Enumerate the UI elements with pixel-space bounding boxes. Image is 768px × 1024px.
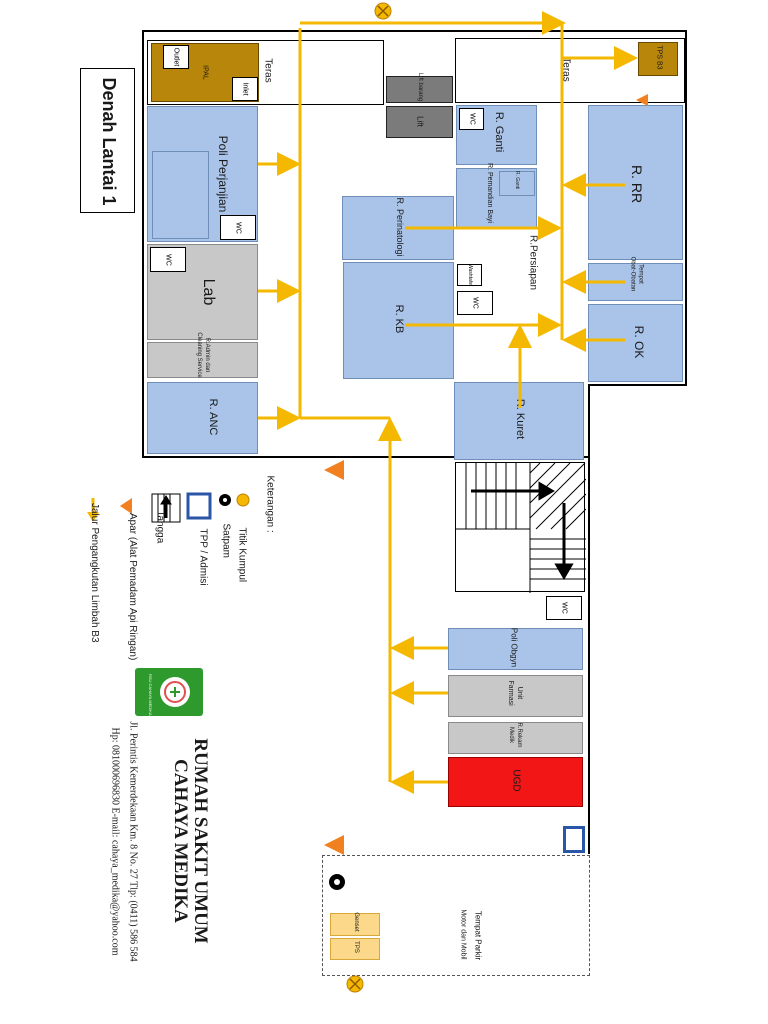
legend-icons [87,492,250,523]
r-rekam-medik: R.Rekam Medik [448,722,583,754]
poli-obgyn: Poli Obgyn [448,628,583,670]
logo-emblem-icon: RSU CAHAYA MEDIKA [148,674,190,716]
outer-wall-left [142,30,144,458]
apar-icon-bottom [324,835,344,855]
outlet-box: Outlet [163,45,189,69]
r-rr: R. RR [588,105,683,260]
r-anc: R. ANC [147,382,258,454]
assembly-point-top [374,2,392,20]
ugd: UGD [448,757,583,807]
hospital-logo: RSU CAHAYA MEDIKA [135,668,203,716]
stairs [455,462,586,593]
outer-wall-bottom-left [142,456,590,458]
r-ok: R. OK [588,304,683,382]
r-pemandian-bayi: R. Pemandian Bayi R. Ganti [456,163,537,228]
outer-wall-top [142,30,687,32]
legend-tangga: Tangga [154,510,166,544]
waste-route-arrow-icon [87,498,99,522]
hospital-name-line1: RUMAH SAKIT UMUM [190,738,211,944]
parking-area: Tempat Parkir Motor dan Mobil [322,855,590,976]
hospital-contact: Hp: 081000696830 E-mail: cahaya_medika@y… [109,727,121,956]
lift: Lift [386,106,453,138]
assembly-point-icon [236,493,250,507]
outer-wall-right-lower [588,384,590,854]
outer-wall-step [588,384,687,386]
unit-farmasi: Unit Farmasi [448,675,583,717]
security-post-icon-parking [329,874,345,890]
washtafel-box: Washtafel [457,264,482,286]
wc-lab: WC [150,247,186,272]
genset-box: Genset [330,912,380,936]
legend-tpp-admisi: TPP / Admisi [197,528,209,586]
poli-perjanjian: Poli Perjanjian [147,106,258,242]
assembly-point-bottom [346,975,364,993]
legend-satpam: Satpam [220,523,232,558]
r-admin-cleaning: R.Admin dan Cleaning Service [147,332,258,378]
wc-stairs: WC [546,596,582,620]
wc-r-ganti: WC [459,108,484,130]
r-kb: R. KB [343,262,454,379]
stairs-icon [151,493,181,523]
apar-icon-left [324,460,344,480]
stairs-drawing [456,463,586,593]
logo-caption: RSU CAHAYA MEDIKA [148,674,153,716]
fire-extinguisher-icon [120,498,132,514]
inlet-box: Inlet [232,77,258,101]
legend-titik-kumpul: Titik Kumpul [236,527,248,583]
hospital-address: Jl. Perintis Kemerdekaan Km. 8 No. 27 Tl… [127,721,139,962]
legend-jalur: Jalur Pengangkutan Limbah B3 [89,503,100,643]
poli-perjanjian-desk [152,151,209,239]
tpp-admisi-box [563,826,585,853]
floor-title-box: Denah Lantai 1 [80,68,135,213]
tps-box: TPS [330,938,380,960]
outer-wall-right [685,30,687,385]
apar-icon-teras [636,94,648,106]
wc-poli-perjanjian: WC [220,215,256,240]
hospital-name-line2: CAHAYA MEDIKA [170,759,191,923]
legend: Keterangan : Titik Kumpul Satpam TPP / A… [80,470,290,690]
wc-kb: WC [457,291,493,315]
lift-barang: Lift barang [386,73,453,103]
tps-b3-box: TPS B3 [638,42,678,76]
r-ganti-small: R. Ganti [499,171,535,196]
admission-box-icon [186,492,212,520]
